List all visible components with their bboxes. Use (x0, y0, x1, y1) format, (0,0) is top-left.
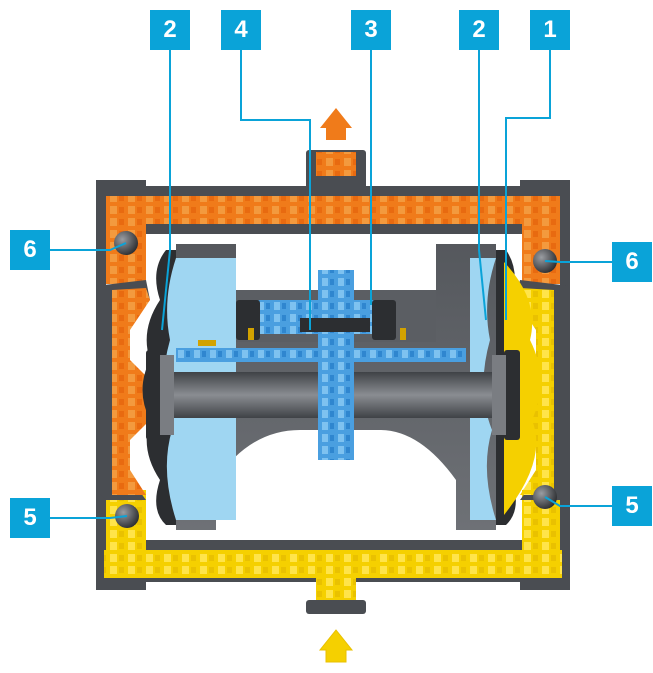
callout-5-left-suction-ball: 5 (10, 498, 50, 538)
callout-6-left-discharge-ball: 6 (10, 230, 50, 270)
callout-number: 4 (234, 16, 248, 43)
pilot-spool (300, 318, 370, 332)
callout-number: 5 (625, 492, 639, 519)
callout-6-right-discharge-ball: 6 (612, 242, 652, 282)
callout-number: 2 (472, 16, 486, 43)
inlet-arrow-icon (318, 629, 354, 663)
callout-1-fluid-chamber: 1 (530, 10, 570, 50)
outlet-arrow-icon (320, 108, 352, 140)
callout-number: 1 (543, 16, 557, 43)
callout-number: 3 (364, 16, 378, 43)
callout-5-right-suction-ball: 5 (612, 486, 652, 526)
callout-2-left-diaphragm: 2 (150, 10, 190, 50)
callout-number: 6 (625, 248, 639, 275)
callout-number: 6 (23, 236, 37, 263)
callout-3-air-valve: 3 (351, 10, 391, 50)
suction-manifold (96, 460, 570, 614)
callout-number: 5 (23, 504, 37, 531)
callout-number: 2 (163, 16, 177, 43)
leader-lines (50, 50, 612, 519)
discharge-manifold (96, 150, 570, 286)
callout-4-pilot-valve: 4 (221, 10, 261, 50)
callout-2-right-diaphragm: 2 (459, 10, 499, 50)
